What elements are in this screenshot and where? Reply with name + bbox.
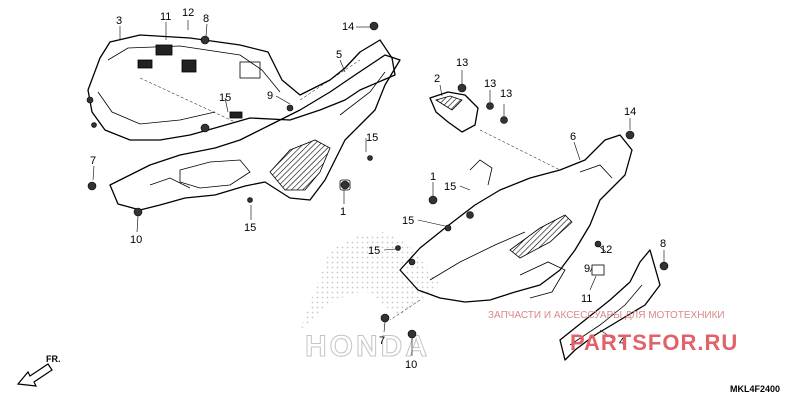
honda-logo-watermark: HONDA xyxy=(300,232,440,364)
callout-13: 13 xyxy=(456,57,468,69)
partsfor-watermark: ЗАПЧАСТИ И АКСЕССУАРЫ ДЛЯ МОТОТЕХНИКИ PA… xyxy=(488,310,738,355)
callout-13: 13 xyxy=(484,78,496,90)
callout-1: 1 xyxy=(430,171,436,183)
callout-14: 14 xyxy=(624,106,636,118)
callout-15: 15 xyxy=(402,215,414,227)
callout-7: 7 xyxy=(379,335,385,347)
callout-7: 7 xyxy=(90,155,96,167)
callout-3: 3 xyxy=(116,15,122,27)
callout-1: 1 xyxy=(340,206,346,218)
callout-15: 15 xyxy=(219,92,231,104)
callout-6: 6 xyxy=(570,131,576,143)
part-2-bracket xyxy=(429,83,508,133)
callout-15: 15 xyxy=(444,181,456,193)
callout-5: 5 xyxy=(336,49,342,61)
callout-2: 2 xyxy=(434,73,440,85)
watermark-caption: ЗАПЧАСТИ И АКСЕССУАРЫ ДЛЯ МОТОТЕХНИКИ xyxy=(488,310,725,321)
callout-9: 9 xyxy=(584,263,590,275)
callout-10: 10 xyxy=(405,359,417,371)
callout-11: 11 xyxy=(160,11,171,23)
callout-15: 15 xyxy=(366,132,378,144)
honda-logo-text: HONDA xyxy=(305,330,430,363)
callout-15: 15 xyxy=(368,245,380,257)
part-4-lower-panel xyxy=(559,240,661,361)
callout-9: 9 xyxy=(267,90,273,102)
callout-8: 8 xyxy=(660,238,666,250)
part-3-upper-inner-cover xyxy=(86,34,396,141)
callout-8: 8 xyxy=(203,13,209,25)
callouts: 3 11 12 8 14 5 9 15 15 7 10 15 1 2 13 13… xyxy=(90,7,666,371)
part-6-right-side-cover xyxy=(399,130,635,303)
diagram-code: MKL4F2400 xyxy=(730,384,780,394)
callout-13: 13 xyxy=(500,88,512,100)
watermark-brand: PARTSFOR.RU xyxy=(570,330,738,355)
leader-lines xyxy=(92,20,665,356)
callout-14: 14 xyxy=(342,21,354,33)
front-direction-indicator: FR. xyxy=(16,354,61,387)
arrow-down-left-icon xyxy=(16,363,53,387)
callout-12: 12 xyxy=(182,7,194,19)
callout-12: 12 xyxy=(600,244,612,256)
callout-15: 15 xyxy=(244,222,256,234)
callout-4: 4 xyxy=(619,336,625,348)
callout-10: 10 xyxy=(130,234,142,246)
fasteners xyxy=(87,21,669,339)
direction-label: FR. xyxy=(46,354,61,364)
callout-11: 11 xyxy=(581,293,592,305)
part-5-left-side-cover xyxy=(109,54,401,211)
